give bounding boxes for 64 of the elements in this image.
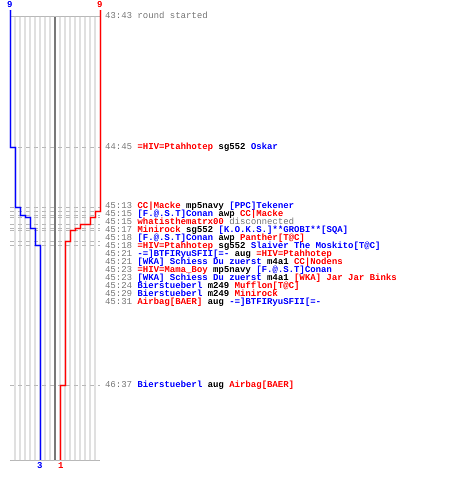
- player-count: 9: [97, 1, 102, 9]
- timestamp: 46:37: [105, 380, 132, 390]
- timestamp: 43:43: [105, 11, 132, 21]
- weapon-name: m249: [208, 281, 230, 291]
- player-name: Minirock: [234, 289, 278, 299]
- timestamp: 45:24: [105, 281, 132, 291]
- player-name: Airbag[BAER]: [229, 380, 294, 390]
- player-name: Oskar: [250, 142, 278, 152]
- player-name: Bierstueberl: [137, 281, 202, 291]
- weapon-name: aug: [208, 380, 224, 390]
- timestamp: 45:21: [105, 249, 132, 259]
- event-text: disconnected: [229, 217, 294, 227]
- weapon-name: sg552: [218, 142, 246, 152]
- player-name: whatisthematrx00: [137, 217, 224, 227]
- player-name: -=]BTFIRyuSFII[=-: [137, 249, 230, 259]
- player-name: CC|Macke: [240, 209, 284, 219]
- timestamp: 45:29: [105, 289, 132, 299]
- timestamp: 45:15: [105, 209, 132, 219]
- player-name: [WKA] Jar Jar Binks: [294, 273, 397, 283]
- timestamp: 45:21: [105, 257, 132, 267]
- player-name: [WKA] Schiess Du zuerst: [137, 257, 262, 267]
- weapon-name: sg552: [186, 225, 214, 235]
- player-name: CC|Nodens: [294, 257, 343, 267]
- event-text: round started: [137, 11, 208, 21]
- player-count: 1: [58, 462, 64, 470]
- player-name: [F.@.S.T]Conan: [256, 265, 332, 275]
- player-count: 3: [37, 462, 42, 470]
- weapon-name: aug: [234, 249, 251, 259]
- timestamp: 45:23: [105, 265, 132, 275]
- player-name: [F.@.S.T]Conan: [137, 209, 214, 219]
- timestamp: 45:13: [105, 201, 132, 211]
- player-name: [PPC]Tekener: [229, 201, 294, 211]
- weapon-name: aug: [208, 297, 224, 307]
- timestamp: 45:17: [105, 225, 132, 235]
- player-name: Minirock: [137, 225, 181, 235]
- player-name: =HIV=Ptahhotep: [137, 241, 214, 251]
- weapon-name: sg552: [218, 241, 246, 251]
- timestamp: 45:31: [105, 297, 132, 307]
- timestamp: 44:45: [105, 142, 132, 152]
- player-name: =HIV=Ptahhotep: [137, 142, 214, 152]
- player-count: 9: [7, 1, 12, 9]
- player-name: Bierstueberl: [137, 380, 202, 390]
- weapon-name: m4a1: [267, 273, 289, 283]
- player-name: =HIV=Ptahhotep: [256, 249, 332, 259]
- player-name: =HIV=Mama_Boy: [137, 265, 208, 275]
- player-name: [K.O.K.S.]**GROBI**[SQA]: [218, 225, 348, 235]
- timestamp: 45:18: [105, 233, 132, 243]
- timestamp: 45:18: [105, 241, 132, 251]
- player-name: Mufflon[T@C]: [234, 281, 300, 291]
- player-name: Bierstueberl: [137, 289, 202, 299]
- weapon-name: mp5navy: [213, 265, 251, 275]
- weapon-name: m4a1: [267, 257, 289, 267]
- weapon-name: m249: [208, 289, 230, 299]
- weapon-name: mp5navy: [186, 201, 224, 211]
- player-name: Airbag[BAER]: [137, 297, 202, 307]
- weapon-name: awp: [218, 209, 235, 219]
- player-name: [F.@.S.T]Conan: [137, 233, 214, 243]
- player-name: CC|Macke: [137, 201, 181, 211]
- player-name: Panther[T@C]: [240, 233, 305, 243]
- weapon-name: awp: [218, 233, 235, 243]
- player-name: Slaiver The Moskito[T@C]: [250, 241, 380, 251]
- timestamp: 45:15: [105, 217, 132, 227]
- timestamp: 45:23: [105, 273, 132, 283]
- player-name: -=]BTFIRyuSFII[=-: [229, 297, 322, 307]
